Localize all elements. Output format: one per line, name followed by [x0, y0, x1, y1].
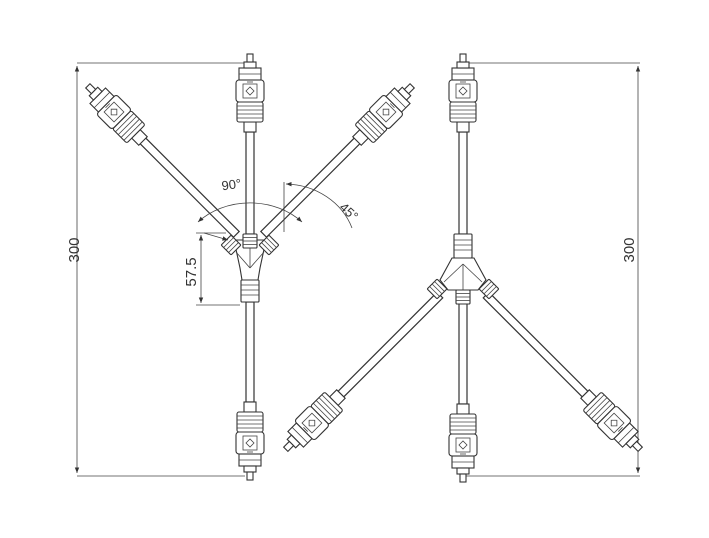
bottom-connector: [235, 401, 265, 481]
right-branch-connector: [346, 75, 423, 152]
leader-arrow: [203, 232, 229, 241]
angle-arc-90: [197, 202, 303, 223]
bottom-center-connector: [448, 403, 478, 483]
left-branch-connector: [77, 75, 154, 152]
top-connector: [448, 53, 478, 133]
junction-body: [426, 233, 500, 305]
angle-label-90: 90°: [221, 176, 243, 194]
angle-arc-45: [285, 181, 353, 229]
dimension-label-300-right: 300: [621, 237, 638, 262]
angle-label-45: 45°: [337, 200, 362, 224]
bottom-right-connector: [574, 383, 651, 460]
bottom-left-connector: [275, 383, 352, 460]
dimension-label-57-5: 57.5: [183, 257, 200, 286]
top-connector: [235, 53, 265, 133]
right-view: 300: [275, 53, 651, 483]
junction-body: [220, 233, 280, 303]
left-view: 300: [66, 53, 423, 481]
cables: [133, 131, 367, 403]
dimension-label-300-left: 300: [66, 237, 83, 262]
